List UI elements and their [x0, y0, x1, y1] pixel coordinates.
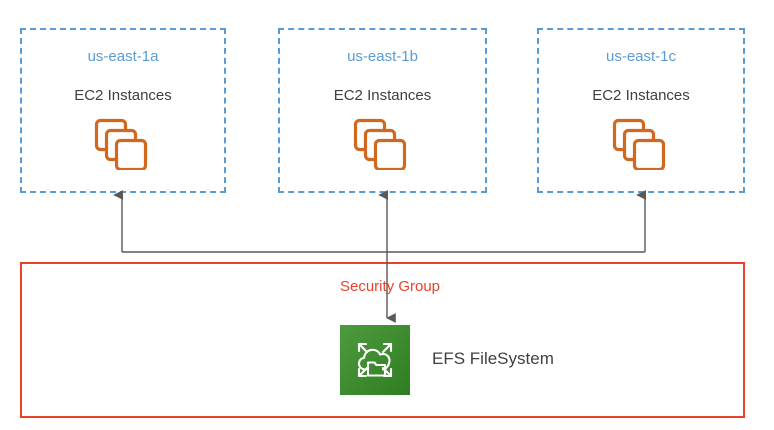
efs-filesystem-icon[interactable] [340, 325, 410, 395]
availability-zone-label: us-east-1c [605, 48, 677, 65]
ec2-instances-label: EC2 Instances [592, 87, 690, 104]
security-group-label: Security Group [339, 278, 441, 295]
ec2-instances-icon[interactable] [94, 118, 148, 170]
efs-filesystem-label: EFS FileSystem [432, 349, 554, 368]
availability-zone-box-us-east-1b[interactable]: us-east-1b EC2 Instances [278, 28, 487, 193]
ec2-instances-label: EC2 Instances [333, 87, 432, 104]
availability-zone-box-us-east-1c[interactable]: us-east-1c EC2 Instances [537, 28, 745, 193]
ec2-instances-icon[interactable] [612, 118, 666, 170]
availability-zone-label: us-east-1b [347, 48, 418, 65]
security-group-box[interactable] [20, 262, 745, 418]
availability-zone-box-us-east-1a[interactable]: us-east-1a EC2 Instances [20, 28, 226, 193]
availability-zone-label: us-east-1a [87, 48, 159, 65]
ec2-instances-icon[interactable] [353, 118, 407, 170]
ec2-instances-label: EC2 Instances [74, 87, 172, 104]
